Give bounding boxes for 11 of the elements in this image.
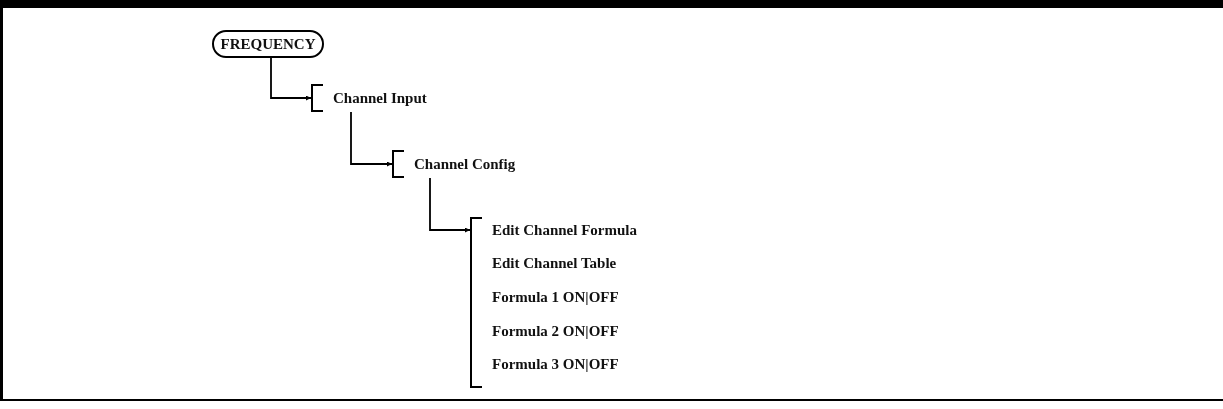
arrow	[270, 57, 312, 101]
menu-item: Formula 2 ON|OFF	[492, 322, 619, 340]
menu-heading: Channel Input	[333, 89, 427, 107]
menu-heading: Channel Config	[414, 155, 516, 173]
arrow	[350, 111, 393, 167]
key-button: FREQUENCY	[212, 30, 324, 58]
menu-heading: Edit Channel Formula	[492, 221, 638, 239]
menu-item: Edit Channel Table	[492, 254, 617, 272]
arrow	[429, 177, 471, 233]
menu-item: Formula 1 ON|OFF	[492, 288, 619, 306]
menu-item: Formula 3 ON|OFF	[492, 355, 619, 373]
